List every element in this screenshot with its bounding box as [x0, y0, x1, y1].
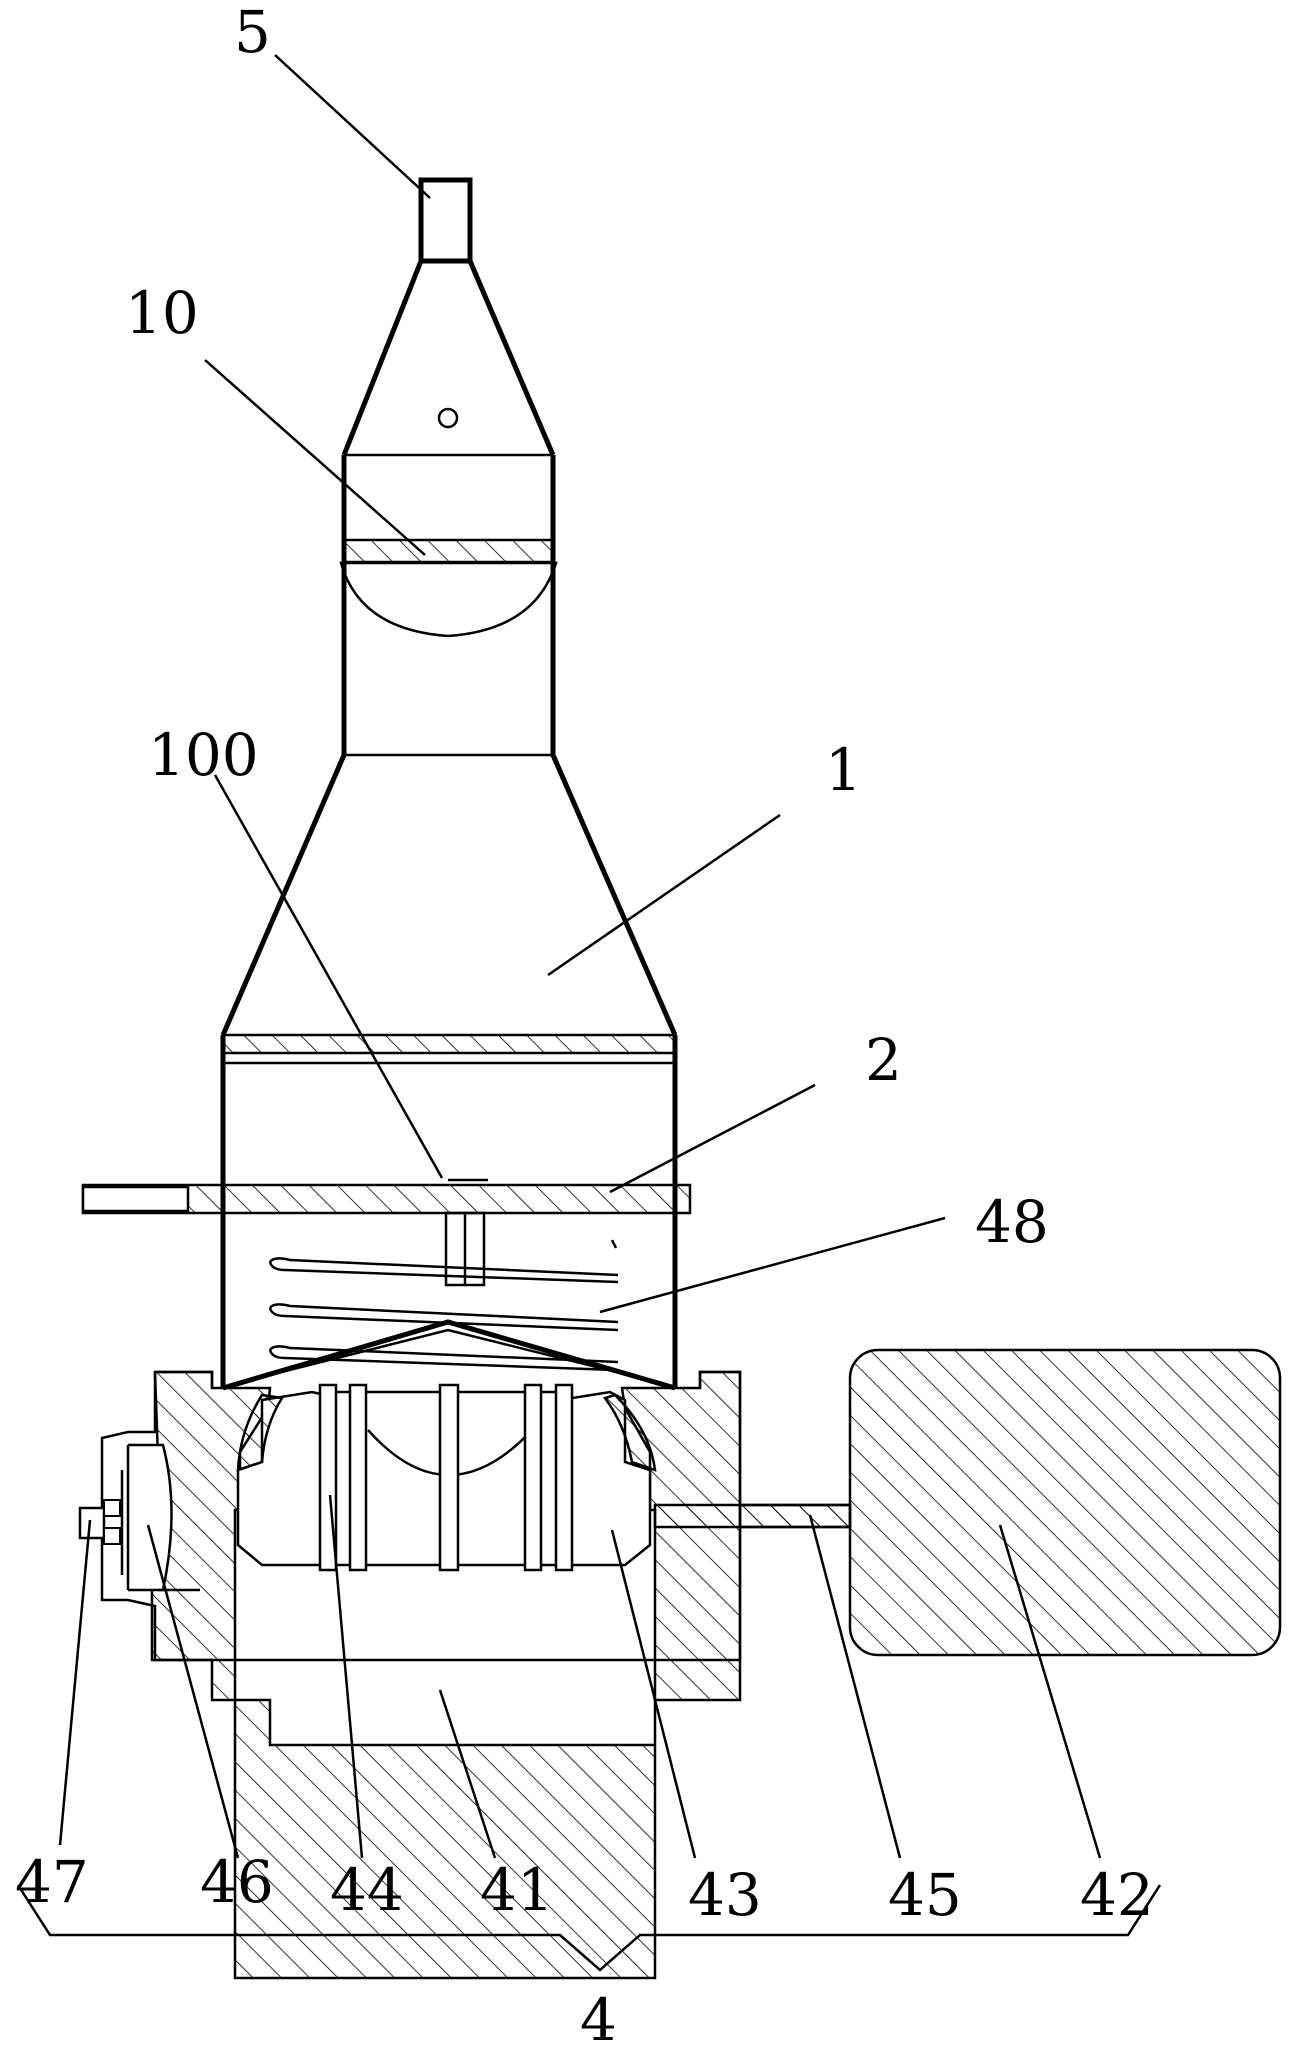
- spring-48: [268, 1239, 619, 1372]
- upper-tube: [341, 453, 556, 757]
- baffle-44: [318, 1383, 574, 1572]
- leader-42: [998, 1524, 1102, 1859]
- leader-lines: [58, 54, 1102, 1859]
- label-1: 1: [825, 736, 862, 804]
- label-46: 46: [200, 1848, 274, 1916]
- nozzle-tip: [418, 177, 473, 264]
- funnel-diaphragm: [222, 1319, 676, 1391]
- side-chamber-46: [126, 1443, 200, 1592]
- plate-2: [81, 1178, 692, 1215]
- leader-41: [438, 1689, 497, 1859]
- leader-5: [274, 54, 431, 199]
- leader-100: [213, 774, 444, 1179]
- lower-cone-1: [220, 754, 678, 1036]
- upper-cone: [341, 259, 556, 456]
- valve-47: [78, 1470, 124, 1575]
- filter-plate-10: [339, 538, 558, 638]
- small-hole: [437, 407, 459, 429]
- label-43: 43: [688, 1861, 762, 1929]
- label-4: 4: [580, 1986, 617, 2054]
- label-48: 48: [975, 1188, 1049, 1256]
- label-42: 42: [1080, 1861, 1154, 1929]
- leader-43: [610, 1529, 697, 1859]
- shaft: [444, 1211, 486, 1287]
- label-41: 41: [480, 1856, 554, 1924]
- leader-45: [808, 1514, 902, 1859]
- label-10: 10: [125, 279, 199, 347]
- label-47: 47: [15, 1848, 89, 1916]
- tank-42: [848, 1348, 1282, 1657]
- leader-2: [609, 1083, 816, 1194]
- mesh-band: [221, 1033, 677, 1065]
- leader-10: [204, 359, 426, 556]
- leader-44: [328, 1494, 364, 1859]
- label-2: 2: [865, 1026, 902, 1094]
- label-100: 100: [148, 721, 259, 789]
- curved-vanes: [236, 1393, 657, 1472]
- leader-1: [547, 813, 781, 977]
- leader-46: [146, 1524, 240, 1859]
- group-bracket-4: [16, 1884, 1162, 1972]
- leader-47: [58, 1519, 92, 1846]
- label-44: 44: [330, 1856, 404, 1924]
- leader-48: [599, 1216, 946, 1314]
- label-5: 5: [234, 0, 271, 66]
- label-45: 45: [888, 1861, 962, 1929]
- channel-45: [653, 1503, 852, 1529]
